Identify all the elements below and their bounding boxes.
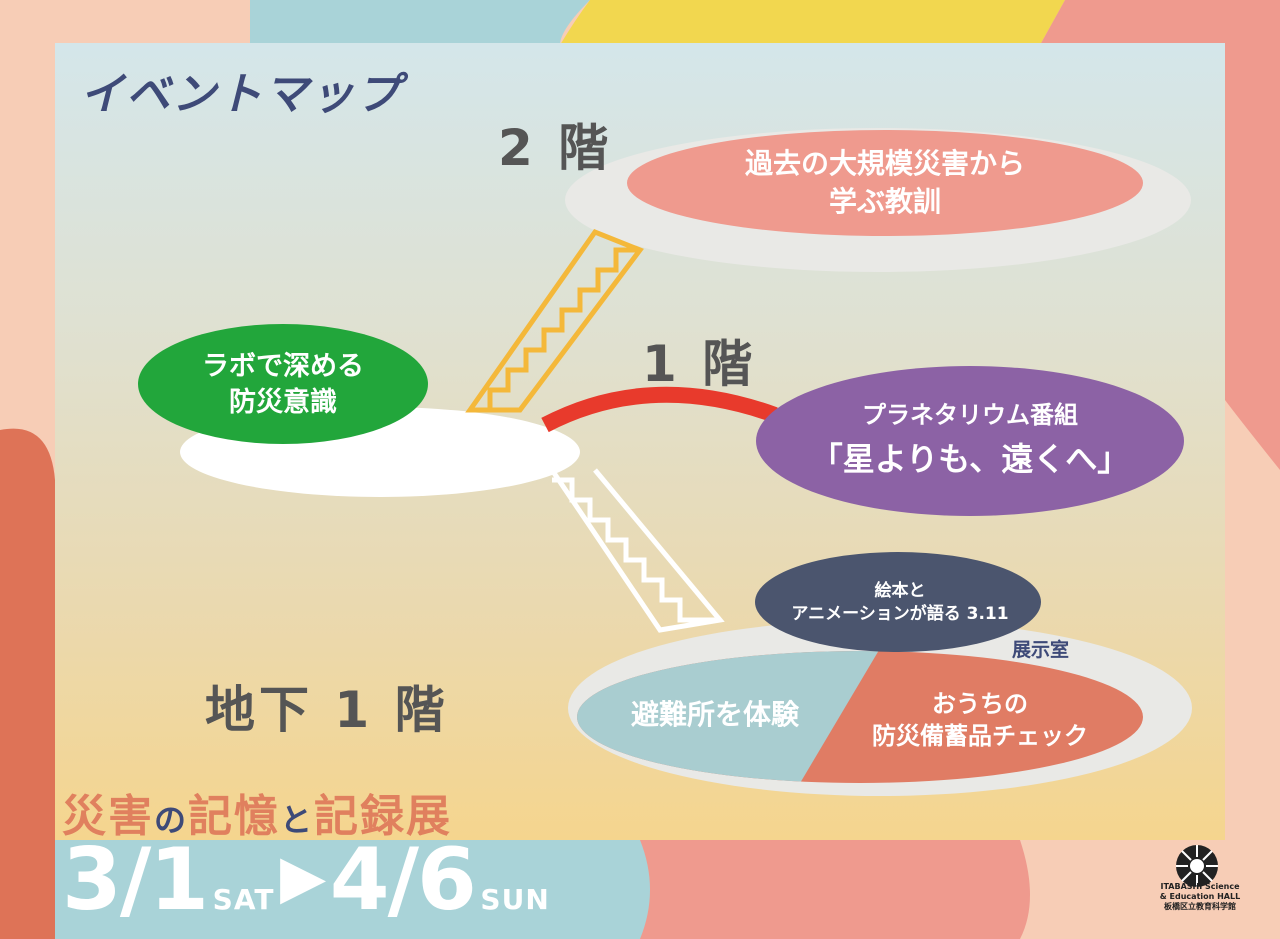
- exhibition-part: 害: [108, 791, 154, 842]
- exhibition-part: 録: [360, 791, 407, 842]
- lab-line2: 防災意識: [229, 387, 337, 418]
- lessons-label: 過去の大規模災害から 学ぶ教訓: [660, 138, 1110, 228]
- supplies-line2: 防災備蓄品チェック: [872, 722, 1088, 750]
- lessons-line2: 学ぶ教訓: [828, 185, 941, 218]
- arrow-icon: ▶: [280, 842, 326, 912]
- logo-line2: & Education HALL: [1159, 892, 1241, 901]
- start-date: 3/1: [62, 830, 209, 930]
- shelter-label: 避難所を体験: [630, 698, 799, 732]
- lessons-line1: 過去の大規模災害から: [744, 147, 1025, 181]
- lab-label: ラボで深める 防災意識: [160, 340, 406, 430]
- lab-line1: ラボで深める: [202, 350, 364, 382]
- basement-label: 地下 1 階: [205, 681, 449, 739]
- floor2-label: 2 階: [498, 119, 613, 177]
- logo-mark: [1176, 845, 1218, 887]
- picturebook-bubble: [755, 552, 1041, 652]
- supplies-label: おうちの 防災備蓄品チェック: [835, 675, 1125, 765]
- logo-text: ITABASHI Science & Education HALL 板橋区立教育…: [1150, 882, 1250, 912]
- page-title: イベントマップ: [80, 69, 402, 120]
- exhibition-title: 災害の記憶と記録展: [62, 780, 452, 844]
- end-date: 4/6: [329, 830, 477, 930]
- planetarium-label: プラネタリウム番組 「星よりも、遠くへ」: [770, 385, 1170, 495]
- planetarium-line1: プラネタリウム番組: [862, 401, 1078, 430]
- exhibition-part: の: [154, 801, 189, 839]
- exhibition-part: 展: [406, 791, 453, 842]
- end-day: SUN: [480, 883, 550, 916]
- picturebook-line2: アニメーションが語る 3.11: [791, 603, 1009, 624]
- start-day: SAT: [212, 883, 275, 916]
- floor1-label: 1 階: [642, 335, 757, 393]
- exhibition-part: と: [280, 801, 315, 839]
- lessons-bubble: [627, 130, 1143, 236]
- exhibition-part: 記: [314, 791, 361, 842]
- planetarium-line2: 「星よりも、遠くへ」: [810, 439, 1130, 478]
- logo-line3: 板橋区立教育科学館: [1164, 902, 1236, 911]
- stairs-down: [549, 468, 725, 633]
- basement-split: [577, 651, 1143, 783]
- exhibition-part: 憶: [234, 791, 281, 842]
- exhibition-part: 災: [62, 791, 108, 842]
- planetarium-bubble: [756, 366, 1184, 516]
- supplies-line1: おうちの: [932, 689, 1028, 718]
- bridge: [541, 386, 778, 433]
- picturebook-label: 絵本と アニメーションが語る 3.11: [765, 565, 1035, 640]
- event-dates: 3/1 SAT ▶ 4/6 SUN: [62, 830, 550, 930]
- stairs-up: [465, 228, 644, 413]
- picturebook-line1: 絵本と: [874, 580, 926, 601]
- lab-bubble: [138, 324, 428, 444]
- exhibition-room-label: 展示室: [1012, 639, 1070, 661]
- logo-line1: ITABASHI Science: [1160, 882, 1240, 891]
- exhibition-part: 記: [188, 791, 235, 842]
